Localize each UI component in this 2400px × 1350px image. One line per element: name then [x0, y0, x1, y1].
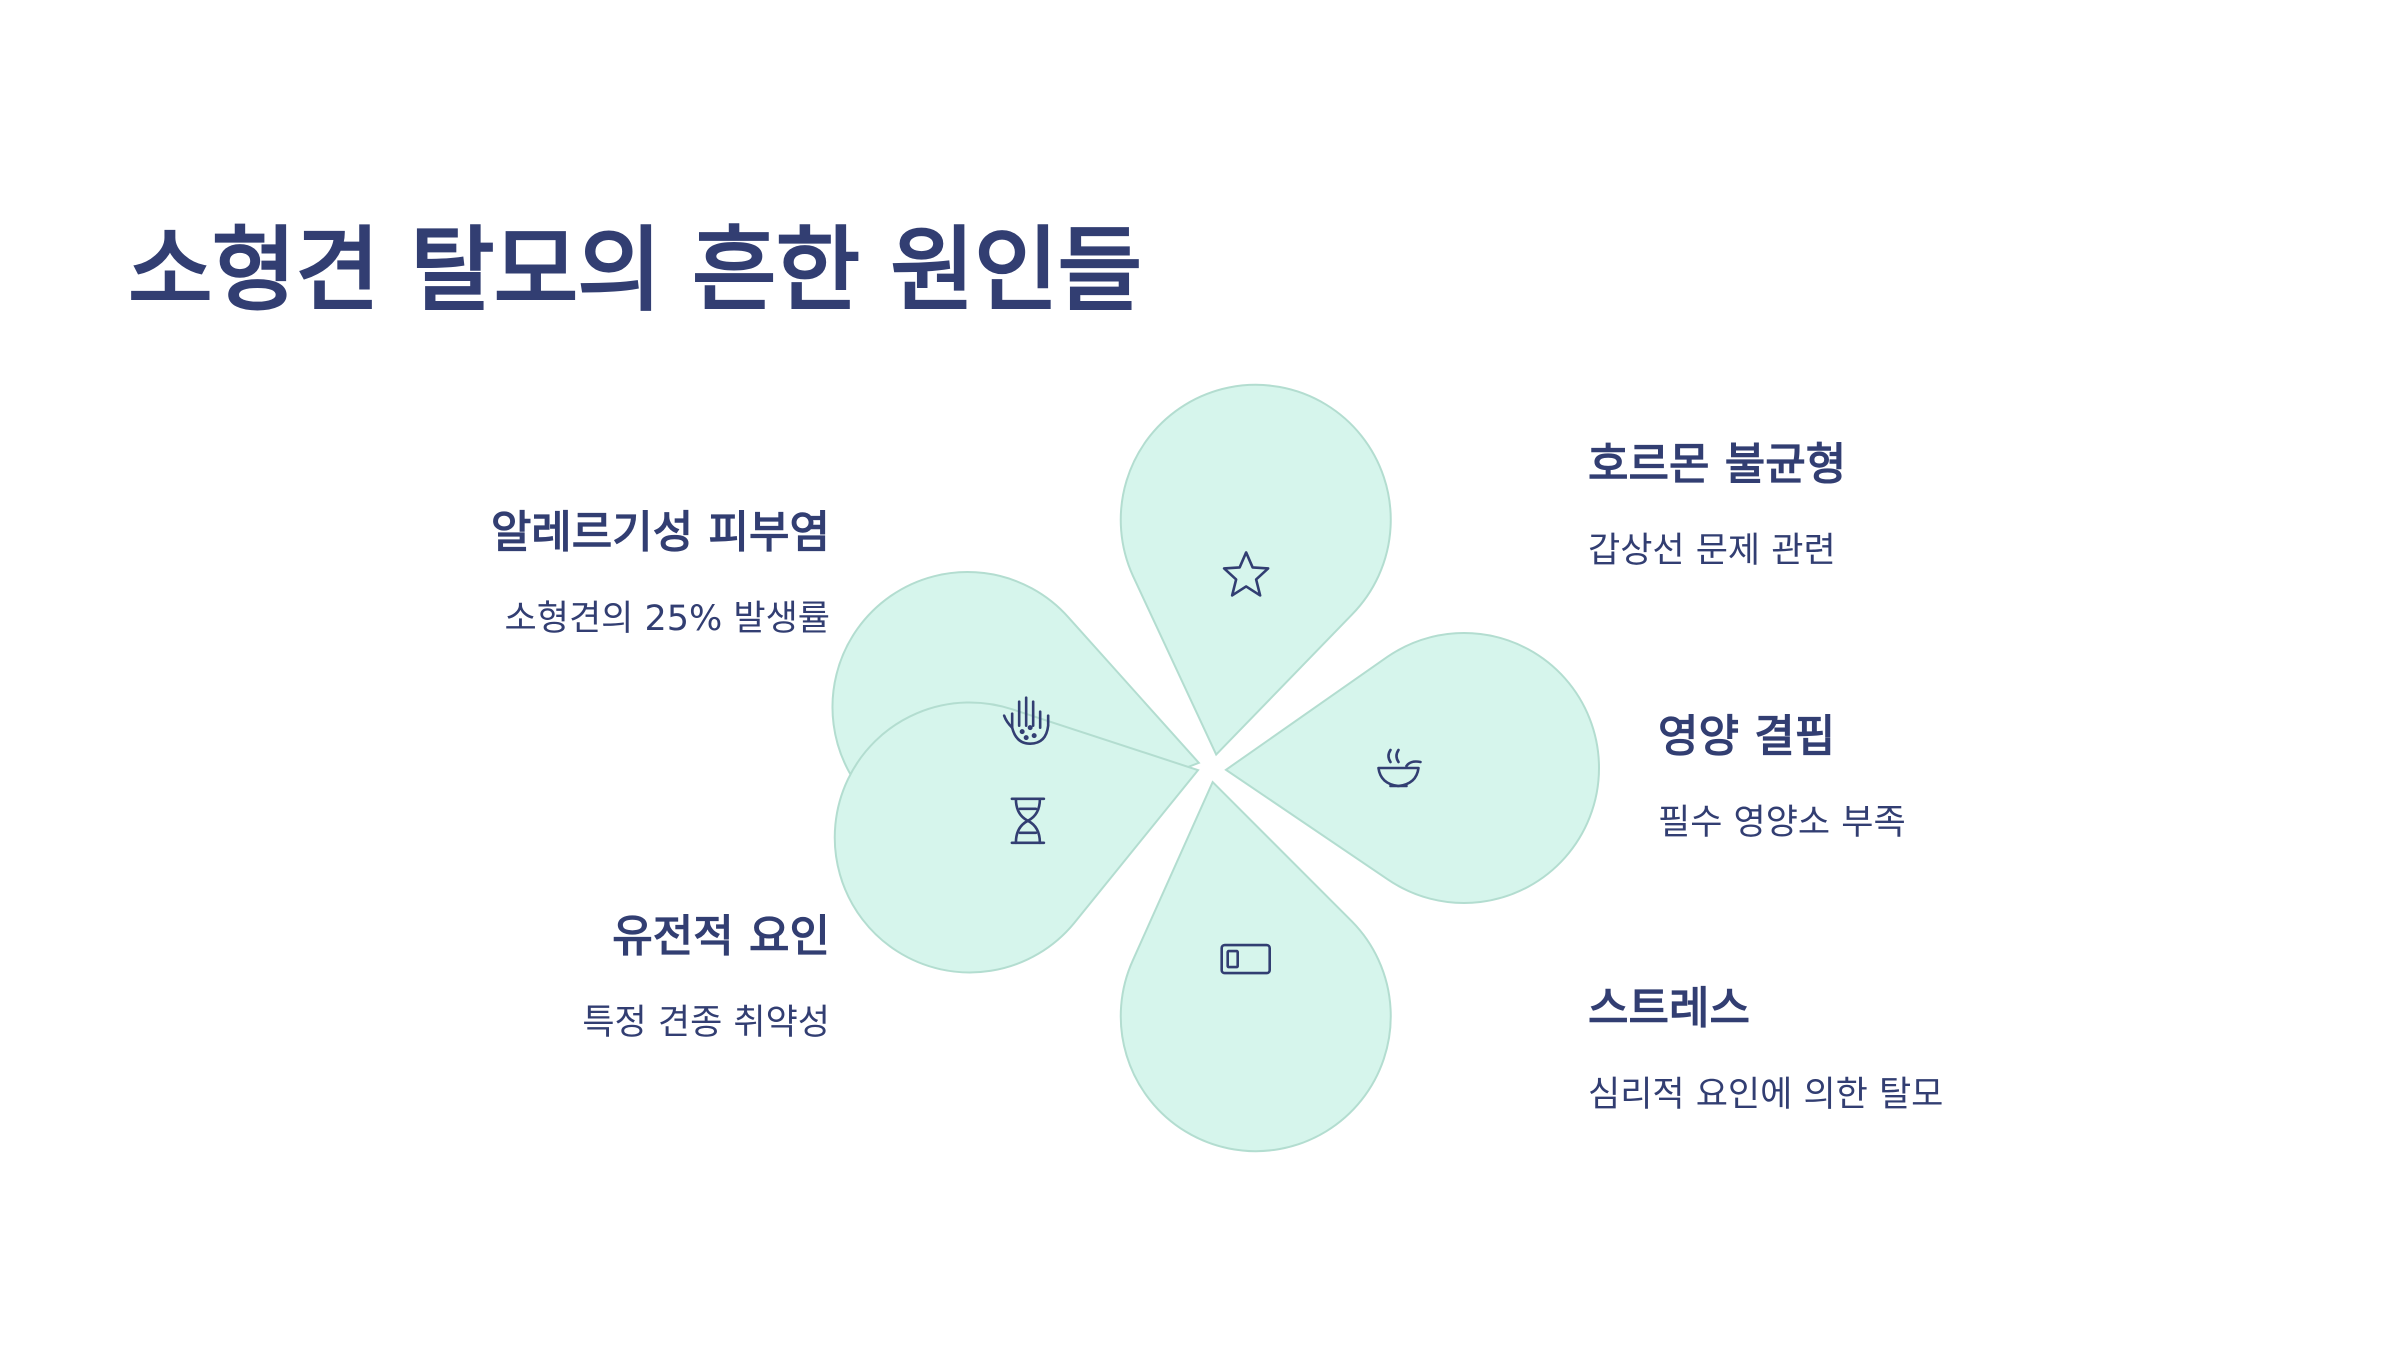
cause-stress: 스트레스 심리적 요인에 의한 탈모	[1588, 972, 2208, 1117]
cause-title: 스트레스	[1588, 983, 1750, 1034]
cause-nutrition: 영양 결핍 필수 영양소 부족	[1658, 700, 2278, 845]
cause-desc: 소형견의 25% 발생률	[504, 599, 830, 639]
star-icon	[1222, 551, 1270, 597]
cause-title: 영양 결핍	[1658, 711, 1836, 762]
cause-desc: 갑상선 문제 관련	[1588, 531, 1836, 571]
cause-desc: 필수 영양소 부족	[1658, 803, 1906, 843]
cause-allergy: 알레르기성 피부염 소형견의 25% 발생률	[210, 496, 830, 641]
cause-genetic: 유전적 요인 특정 견종 취약성	[210, 900, 830, 1045]
cause-desc: 심리적 요인에 의한 탈모	[1588, 1075, 1944, 1115]
bowl-icon	[1377, 748, 1422, 788]
petal-2	[1119, 383, 1392, 757]
cause-title: 알레르기성 피부염	[490, 507, 830, 558]
cause-desc: 특정 견종 취약성	[582, 1003, 830, 1043]
cause-title: 유전적 요인	[612, 911, 830, 962]
cause-hormone: 호르몬 불균형 갑상선 문제 관련	[1588, 428, 2208, 573]
dna-icon	[1010, 797, 1046, 845]
battery-icon	[1220, 943, 1271, 975]
petal-4	[1119, 780, 1392, 1153]
hand-icon	[1002, 696, 1050, 745]
page-title: 소형견 탈모의 흔한 원인들	[128, 217, 1142, 324]
cause-title: 호르몬 불균형	[1588, 439, 1847, 490]
